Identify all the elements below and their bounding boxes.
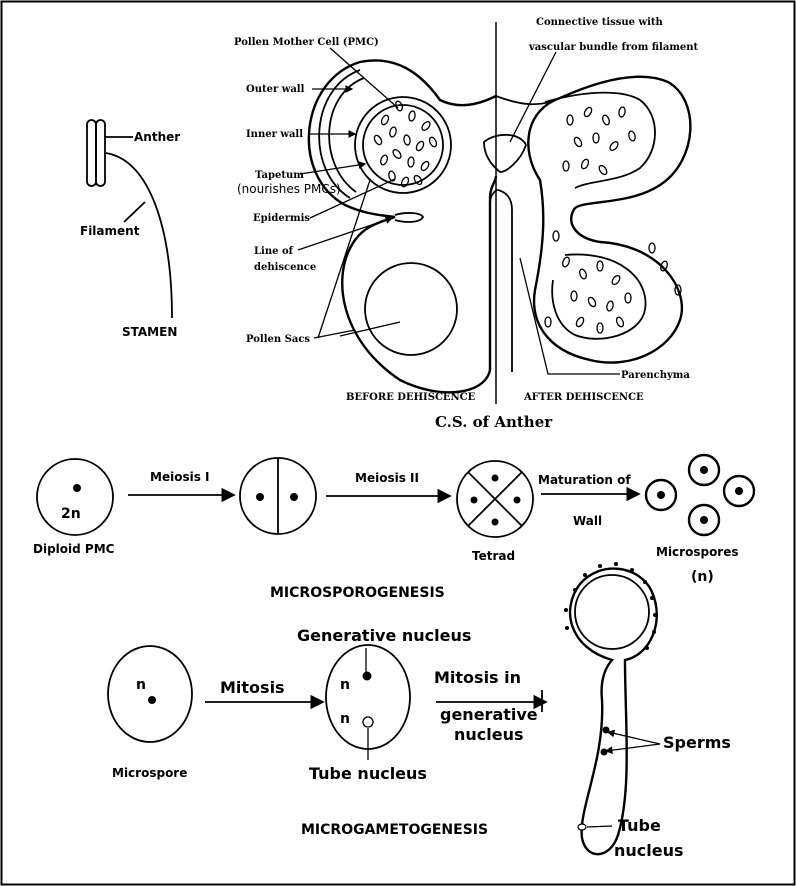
- line-of-label: Line of: [254, 246, 294, 257]
- microgametogenesis-title: MICROGAMETOGENESIS: [301, 822, 488, 838]
- epidermis-label: Epidermis: [253, 213, 310, 224]
- tapetum-label: Tapetum: [255, 170, 304, 181]
- pmc-label: Pollen Mother Cell (PMC): [234, 37, 379, 48]
- pollen-sac-lower: [365, 263, 457, 355]
- connective-tissue-label-2: vascular bundle from filament: [528, 42, 699, 53]
- connective-tissue: [484, 135, 526, 172]
- microspores-label: Microspores: [656, 545, 739, 559]
- tube-label: Tube: [618, 816, 661, 835]
- anther-outline-left: [309, 60, 496, 392]
- filament-label: Filament: [80, 224, 140, 238]
- cs-anther-title: C.S. of Anther: [435, 413, 553, 431]
- microspore-n-label: n: [136, 677, 146, 693]
- ploidy-n-label: (n): [691, 569, 714, 585]
- stamen-title: STAMEN: [122, 325, 177, 339]
- diploid-pmc-cell: [37, 459, 113, 535]
- wall-label: Wall: [573, 514, 602, 528]
- mitosis-in-label: Mitosis in: [434, 668, 521, 687]
- anther-label: Anther: [134, 130, 180, 144]
- diploid-pmc-label: Diploid PMC: [33, 542, 115, 556]
- generative-nucleus-label: Generative nucleus: [297, 626, 471, 645]
- inner-wall-label: Inner wall: [246, 129, 303, 140]
- tube-nucleus-label-2: nucleus: [614, 841, 684, 860]
- microsporogenesis-row: [37, 455, 754, 537]
- meiosis-1-label: Meiosis I: [150, 470, 209, 484]
- nucleus-label: nucleus: [454, 725, 524, 744]
- connective-tissue-label-1: Connective tissue with: [536, 17, 664, 28]
- tube-n-label: n: [340, 711, 350, 727]
- pollen-tube: [564, 562, 657, 854]
- tetrad-label: Tetrad: [472, 549, 515, 563]
- mitosis-label: Mitosis: [220, 678, 285, 697]
- pollen-sacs-label: Pollen Sacs: [246, 334, 310, 345]
- after-dehiscence-label: AFTER DEHISCENCE: [523, 392, 644, 403]
- before-dehiscence-label: BEFORE DEHISCENCE: [346, 392, 476, 403]
- parenchyma-label: Parenchyma: [621, 370, 690, 381]
- meiosis-2-label: Meiosis II: [355, 471, 419, 485]
- outer-wall-label: Outer wall: [246, 84, 305, 95]
- maturation-label: Maturation of: [538, 473, 631, 487]
- released-pollen: [545, 106, 681, 333]
- generative-n-label: n: [340, 677, 350, 693]
- microgametogenesis-row: [108, 562, 660, 854]
- sperms-label: Sperms: [663, 733, 731, 752]
- generative-label: generative: [440, 705, 538, 724]
- microspore-label: Microspore: [112, 766, 187, 780]
- microsporogenesis-title: MICROSPOROGENESIS: [270, 585, 445, 601]
- microspore-cell: [108, 646, 192, 742]
- microspore-cells: [646, 455, 754, 535]
- dehiscence-label: dehiscence: [254, 262, 316, 273]
- tapetum-note: (nourishes PMCs): [237, 182, 341, 196]
- tube-nucleus-label: Tube nucleus: [309, 764, 427, 783]
- stamen-drawing: [87, 120, 172, 318]
- ploidy-2n-label: 2n: [61, 506, 81, 522]
